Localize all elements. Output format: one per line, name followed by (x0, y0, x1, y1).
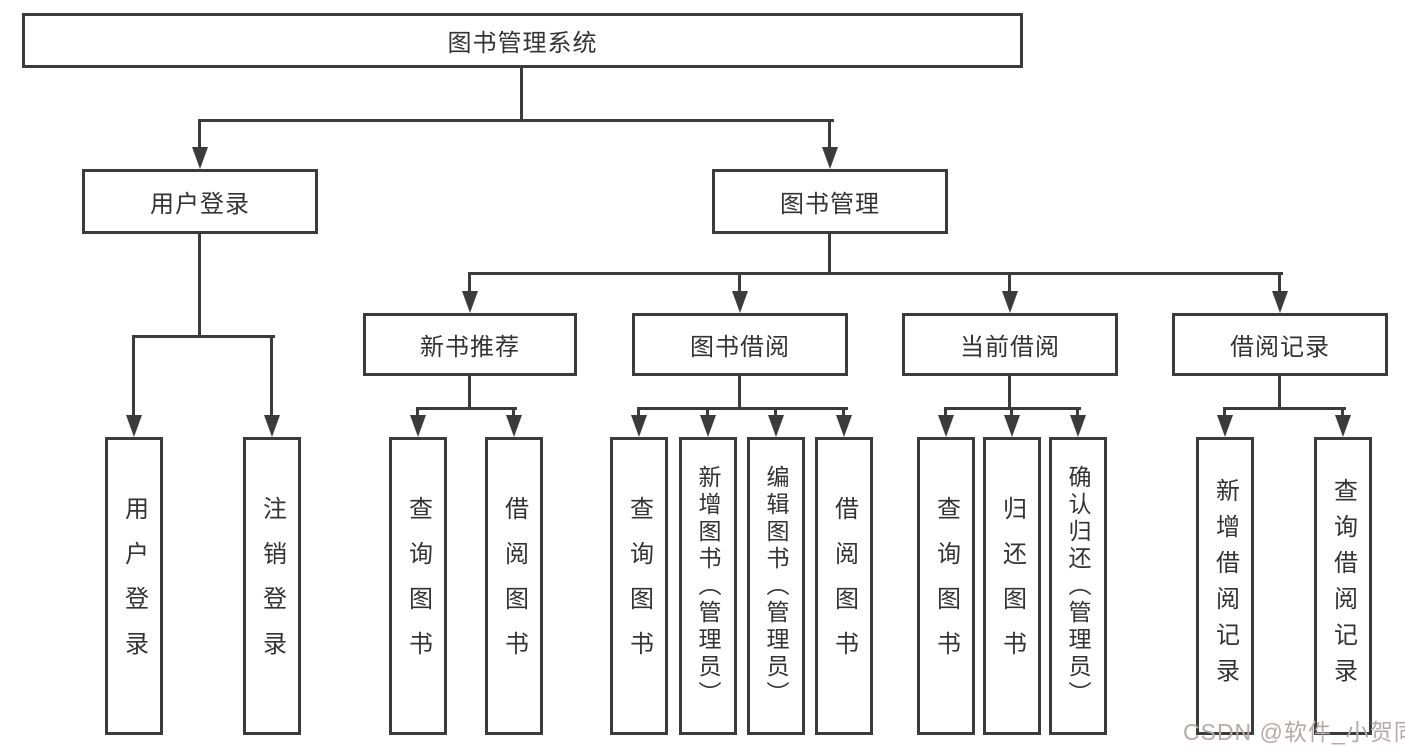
node-current-borrow: 当前借阅 (902, 313, 1118, 376)
node-borrow-records: 借阅记录 (1172, 313, 1388, 376)
leaf-newrec-borrow-books-label: 借阅图书 (500, 496, 528, 676)
node-book-mgmt-label: 图书管理 (780, 191, 880, 218)
node-book-borrow: 图书借阅 (632, 313, 848, 376)
arrowhead-login-icon (126, 415, 142, 437)
connector-user-stem (198, 234, 201, 338)
arrowhead-current-borrow-icon (1002, 291, 1018, 313)
node-root-label: 图书管理系统 (447, 30, 598, 57)
arrowhead-g3-leaf2-icon (1004, 415, 1020, 437)
node-book-mgmt: 图书管理 (712, 169, 948, 234)
connector-level2-bar (198, 119, 834, 122)
connector-user-leaf1-drop (132, 335, 135, 419)
leaf-borrow-query-books-label: 查询图书 (625, 496, 653, 676)
connector-book-stem (828, 234, 831, 275)
arrowhead-g2-leaf2-icon (700, 415, 716, 437)
connector-borrow-records-drop (1278, 272, 1281, 295)
leaf-borrow-query-books: 查询图书 (610, 437, 668, 735)
arrowhead-book-mgmt-icon (822, 147, 838, 169)
arrowhead-g3-leaf1-icon (938, 415, 954, 437)
leaf-return-book: 归还图书 (983, 437, 1041, 735)
connector-g1-stem (468, 376, 471, 410)
arrowhead-logout-icon (264, 415, 280, 437)
connector-g4-leaf2-drop (1341, 407, 1344, 419)
arrowhead-g2-leaf3-icon (768, 415, 784, 437)
connector-user-login-drop (198, 119, 201, 151)
leaf-return-book-label: 归还图书 (998, 496, 1026, 676)
arrowhead-g1-leaf2-icon (506, 415, 522, 437)
leaf-add-book-admin-label: 新增图书（管理员） (695, 464, 721, 708)
node-borrow-records-label: 借阅记录 (1230, 334, 1330, 361)
connector-g3-leaf3-drop (1076, 407, 1079, 419)
connector-g3-leaf1-drop (944, 407, 947, 419)
connector-book-mgmt-drop (828, 119, 831, 151)
leaf-add-book-admin: 新增图书（管理员） (679, 437, 737, 735)
leaf-newrec-query-books-label: 查询图书 (404, 496, 432, 676)
connector-g2-bar (637, 407, 848, 410)
leaf-borrow-books-label: 借阅图书 (830, 496, 858, 676)
connector-book-borrow-drop (738, 272, 741, 295)
leaf-edit-book-admin-label: 编辑图书（管理员） (763, 464, 789, 708)
connector-g1-leaf1-drop (416, 407, 419, 419)
connector-g2-stem (738, 376, 741, 410)
connector-root-stem (520, 68, 523, 122)
leaf-newrec-query-books: 查询图书 (389, 437, 447, 735)
leaf-query-borrow-record-label: 查询借阅记录 (1329, 478, 1357, 694)
connector-g2-leaf4-drop (842, 407, 845, 419)
connector-g1-bar (416, 407, 517, 410)
connector-current-borrow-drop (1008, 272, 1011, 295)
connector-g4-stem (1278, 376, 1281, 410)
arrowhead-user-login-icon (192, 147, 208, 169)
csdn-watermark: CSDN @软件_小贺同学 (1183, 719, 1405, 745)
connector-g4-leaf1-drop (1223, 407, 1226, 419)
leaf-logout-label: 注销登录 (258, 496, 286, 676)
node-current-borrow-label: 当前借阅 (960, 334, 1060, 361)
leaf-user-login-label: 用户登录 (120, 496, 148, 676)
node-new-book-rec-label: 新书推荐 (420, 334, 520, 361)
leaf-query-borrow-record: 查询借阅记录 (1314, 437, 1372, 735)
node-user-login: 用户登录 (82, 169, 318, 234)
leaf-add-borrow-record: 新增借阅记录 (1196, 437, 1254, 735)
leaf-logout: 注销登录 (243, 437, 301, 735)
leaf-add-borrow-record-label: 新增借阅记录 (1211, 478, 1239, 694)
arrowhead-g1-leaf1-icon (410, 415, 426, 437)
connector-g2-leaf2-drop (706, 407, 709, 419)
connector-level3-bar (468, 272, 1283, 275)
arrowhead-new-book-icon (462, 291, 478, 313)
connector-g3-stem (1008, 376, 1011, 410)
leaf-current-query-books-label: 查询图书 (932, 496, 960, 676)
leaf-borrow-books: 借阅图书 (815, 437, 873, 735)
leaf-confirm-return-admin-label: 确认归还（管理员） (1065, 464, 1091, 708)
connector-g3-leaf2-drop (1010, 407, 1013, 419)
arrowhead-g2-leaf1-icon (631, 415, 647, 437)
arrowhead-g2-leaf4-icon (836, 415, 852, 437)
connector-user-leaf2-drop (270, 335, 273, 419)
node-new-book-rec: 新书推荐 (363, 313, 577, 376)
leaf-newrec-borrow-books: 借阅图书 (485, 437, 543, 735)
connector-user-bar (132, 335, 275, 338)
leaf-user-login: 用户登录 (105, 437, 163, 735)
arrowhead-g4-leaf1-icon (1217, 415, 1233, 437)
connector-g4-bar (1223, 407, 1346, 410)
node-user-login-label: 用户登录 (150, 191, 250, 218)
connector-new-book-drop (468, 272, 471, 295)
node-book-borrow-label: 图书借阅 (690, 334, 790, 361)
arrowhead-book-borrow-icon (732, 291, 748, 313)
leaf-confirm-return-admin: 确认归还（管理员） (1049, 437, 1107, 735)
connector-g2-leaf3-drop (774, 407, 777, 419)
connector-g2-leaf1-drop (637, 407, 640, 419)
node-root: 图书管理系统 (22, 13, 1023, 68)
leaf-edit-book-admin: 编辑图书（管理员） (747, 437, 805, 735)
connector-g1-leaf2-drop (512, 407, 515, 419)
leaf-current-query-books: 查询图书 (917, 437, 975, 735)
arrowhead-g4-leaf2-icon (1335, 415, 1351, 437)
arrowhead-g3-leaf3-icon (1070, 415, 1086, 437)
arrowhead-borrow-records-icon (1272, 291, 1288, 313)
